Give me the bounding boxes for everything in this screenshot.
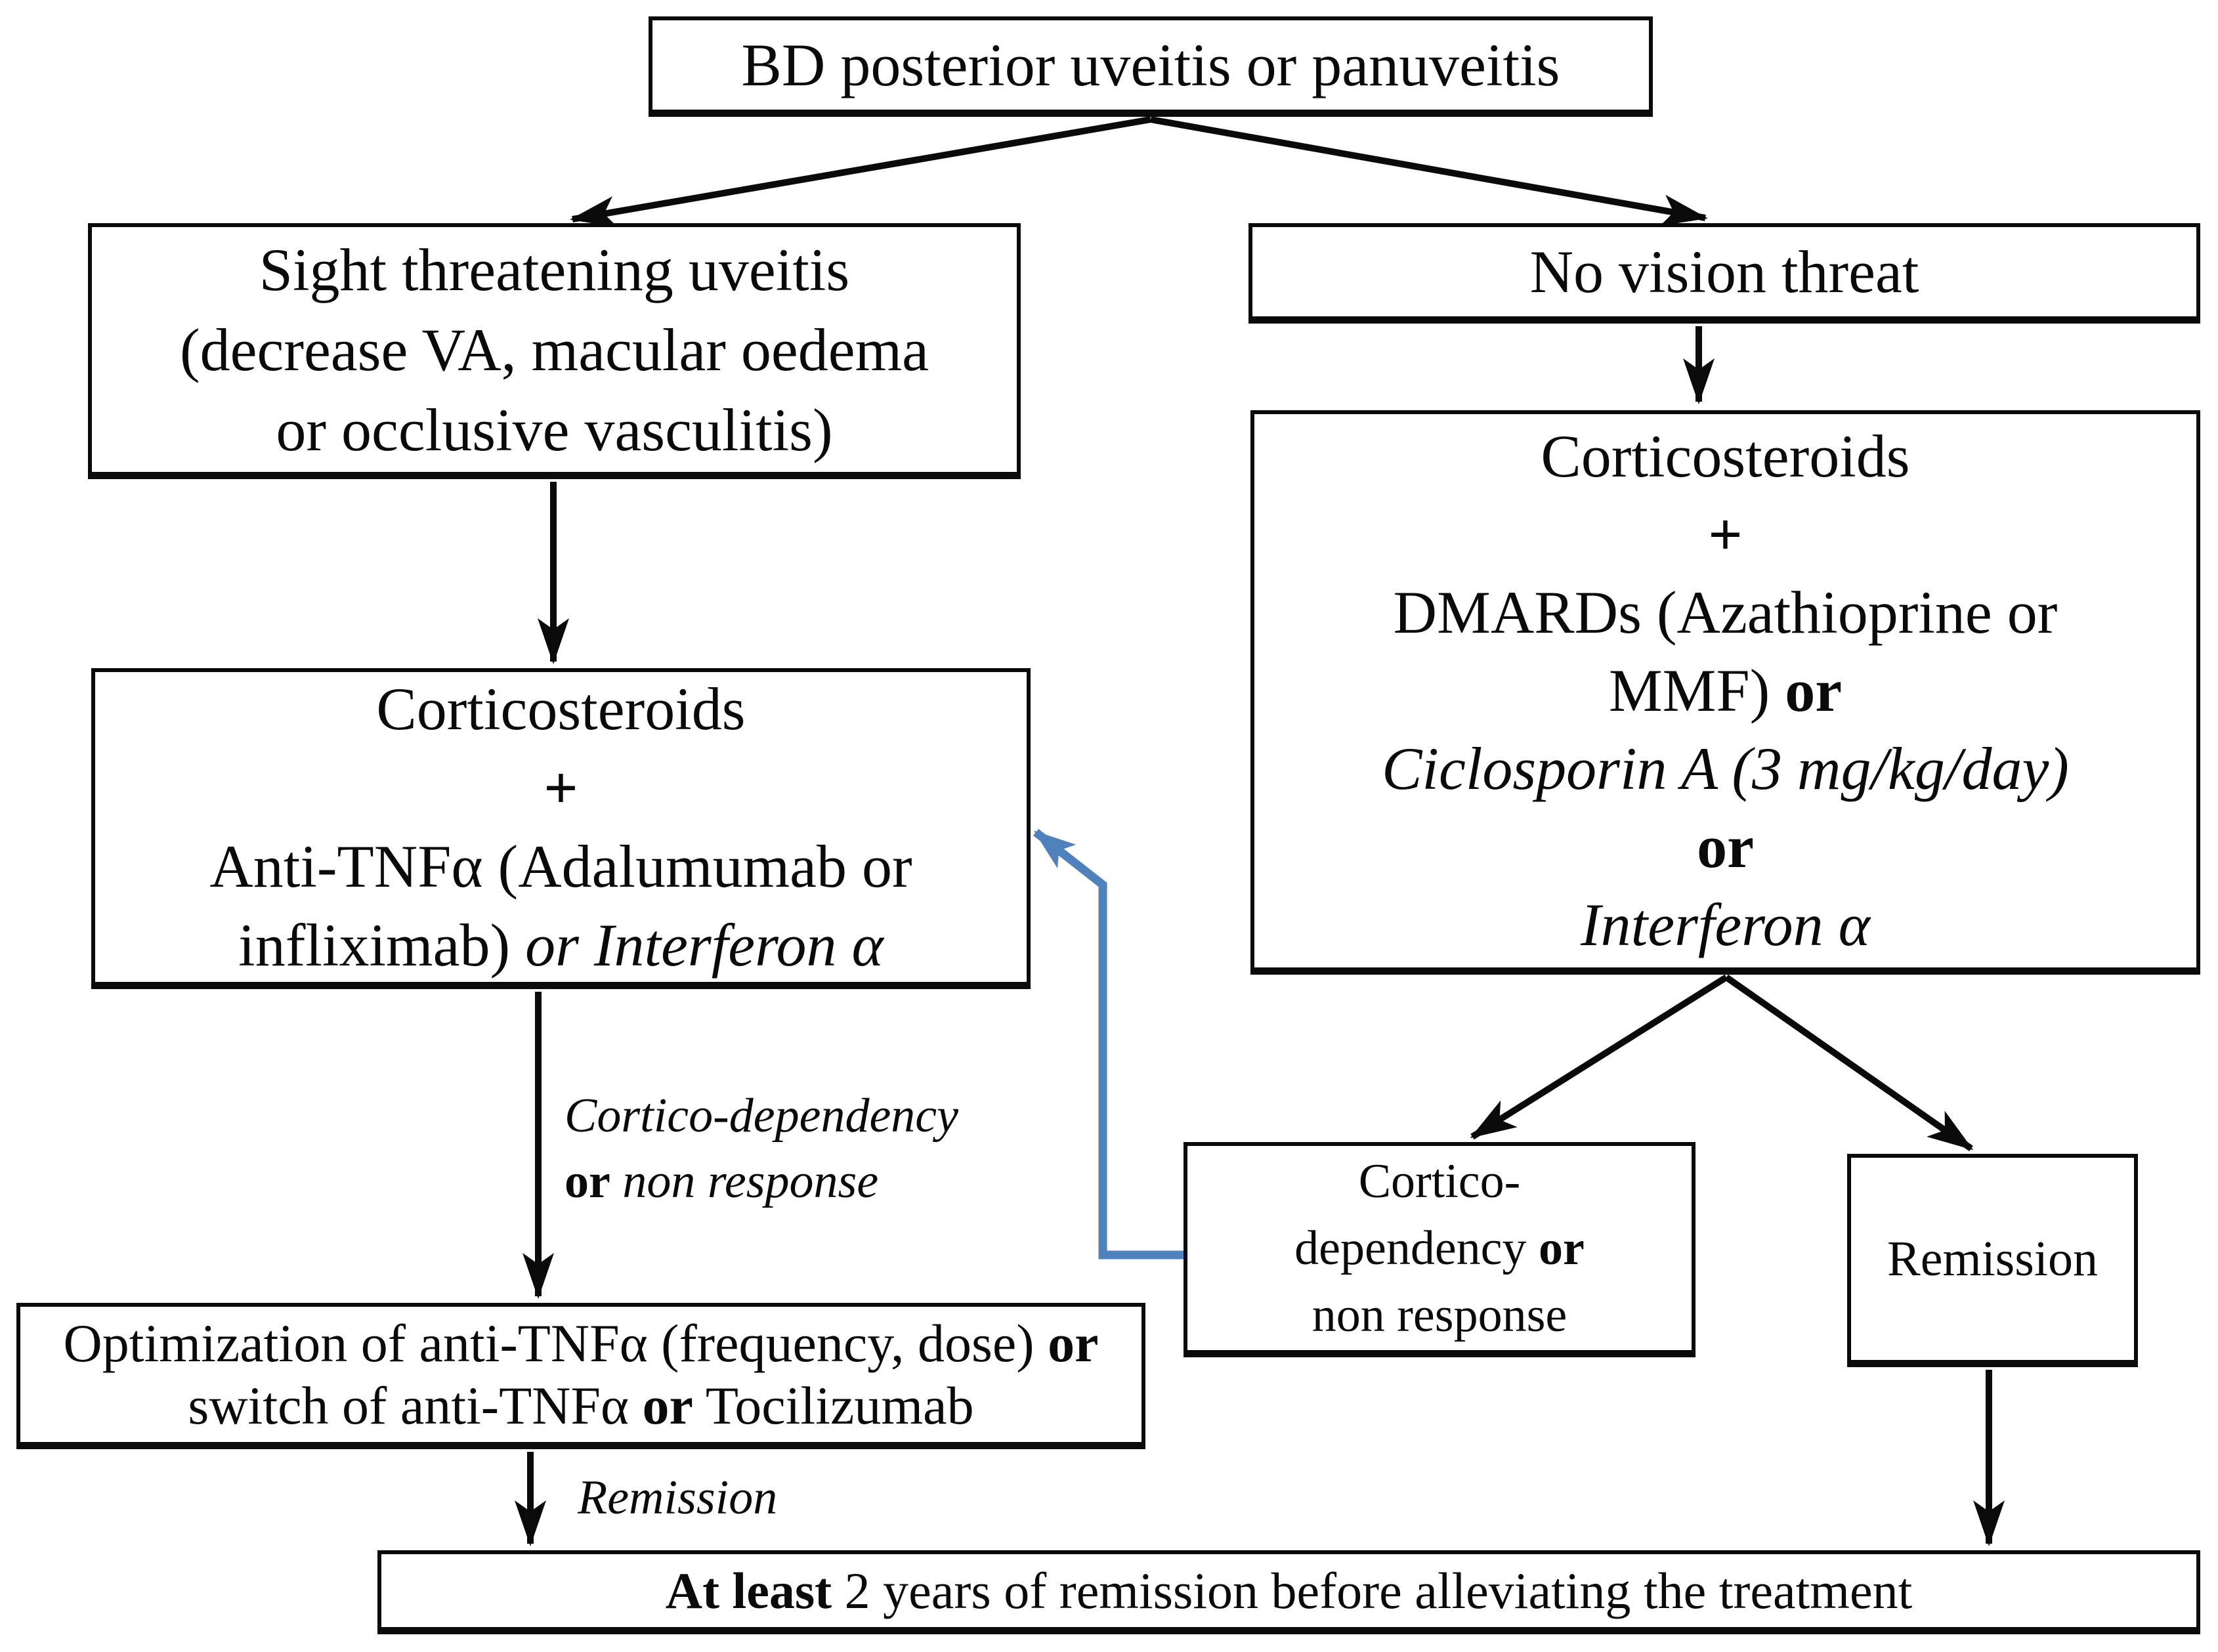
box-text-line: non response: [1312, 1288, 1568, 1342]
label-remission: Remission: [578, 1471, 778, 1525]
box-text-line: infliximab) or Interferon α: [238, 906, 884, 985]
text-run-italic: non response: [610, 1154, 879, 1208]
box-text: BD posterior uveitis or panuveitis: [741, 31, 1560, 98]
text-run-bold: At least: [665, 1561, 832, 1619]
plus-sign: +: [1708, 501, 1743, 568]
arrow-top-to-no-threat: [1150, 116, 1708, 226]
box-text-line: (decrease VA, macular oedema: [180, 316, 929, 383]
box-bd-posterior-uveitis: BD posterior uveitis or panuveitis: [649, 16, 1653, 117]
box-text-line: or occlusive vasculitis): [276, 396, 833, 463]
box-text-line-italic: Interferon α: [1581, 891, 1870, 958]
box-text-line: switch of anti-TNFα or Tocilizumab: [188, 1374, 973, 1437]
arrow-cortico-dep-back-to-cortico-tnf: [1033, 828, 1184, 1260]
box-text-line: At least 2 years of remission before all…: [666, 1559, 1913, 1623]
box-text-line: Cortico-: [1358, 1154, 1521, 1208]
box-no-vision-threat: No vision threat: [1248, 223, 2200, 324]
box-optimization-anti-tnf: Optimization of anti-TNFα (frequency, do…: [16, 1303, 1145, 1449]
text-run: switch of anti-TNFα: [188, 1376, 643, 1435]
box-text: Remission: [1887, 1231, 2098, 1286]
box-sight-threatening-uveitis: Sight threatening uveitis (decrease VA, …: [88, 223, 1021, 479]
label-cortico-dependency-or-non-response: Cortico-dependency or non response: [565, 1083, 958, 1214]
text-run: infliximab): [238, 912, 526, 979]
arrow-dmards-to-remission: [1724, 974, 1974, 1152]
text-run: dependency: [1294, 1221, 1539, 1275]
text-run: Tocilizumab: [693, 1376, 974, 1435]
box-remission: Remission: [1847, 1154, 2138, 1367]
text-run-italic: or Interferon α: [525, 912, 884, 979]
text-run-bold: or: [1539, 1221, 1585, 1275]
text-run-bold: or: [642, 1376, 693, 1435]
box-text-line: Sight threatening uveitis: [259, 236, 850, 303]
arrow-dmards-to-cortico-dep: [1470, 974, 1728, 1140]
box-text-line-italic: Ciclosporin A (3 mg/kg/day): [1382, 735, 2069, 802]
plus-sign: +: [544, 754, 578, 821]
box-text-line: DMARDs (Azathioprine or: [1393, 579, 2058, 646]
label-line-italic: Cortico-dependency: [565, 1089, 958, 1143]
box-text-line: MMF) or: [1609, 652, 1842, 730]
box-text: No vision threat: [1529, 238, 1919, 305]
box-text-line: Anti-TNFα (Adalumumab or: [209, 833, 912, 900]
box-text-line: Optimization of anti-TNFα (frequency, do…: [64, 1312, 1099, 1374]
box-corticosteroids-dmards: Corticosteroids + DMARDs (Azathioprine o…: [1250, 410, 2200, 975]
text-run-bold: or: [565, 1154, 610, 1208]
text-run-bold: or: [1785, 657, 1843, 724]
text-run: Optimization of anti-TNFα (frequency, do…: [63, 1313, 1048, 1373]
box-text-line: Corticosteroids: [376, 675, 746, 742]
box-text-line: Corticosteroids: [1541, 423, 1910, 490]
label-line: or non response: [565, 1149, 958, 1214]
text-run-bold: or: [1697, 813, 1754, 880]
text-run-bold: or: [1048, 1313, 1099, 1373]
arrow-top-to-sight: [570, 116, 1151, 228]
text-run: 2 years of remission before alleviating …: [832, 1561, 1913, 1619]
box-two-years-remission: At least 2 years of remission before all…: [377, 1550, 2200, 1634]
box-corticosteroids-anti-tnf: Corticosteroids + Anti-TNFα (Adalumumab …: [91, 668, 1031, 989]
box-text-line: dependency or: [1294, 1215, 1585, 1282]
text-run: MMF): [1608, 657, 1785, 724]
box-cortico-dependency: Cortico- dependency or non response: [1184, 1142, 1695, 1357]
